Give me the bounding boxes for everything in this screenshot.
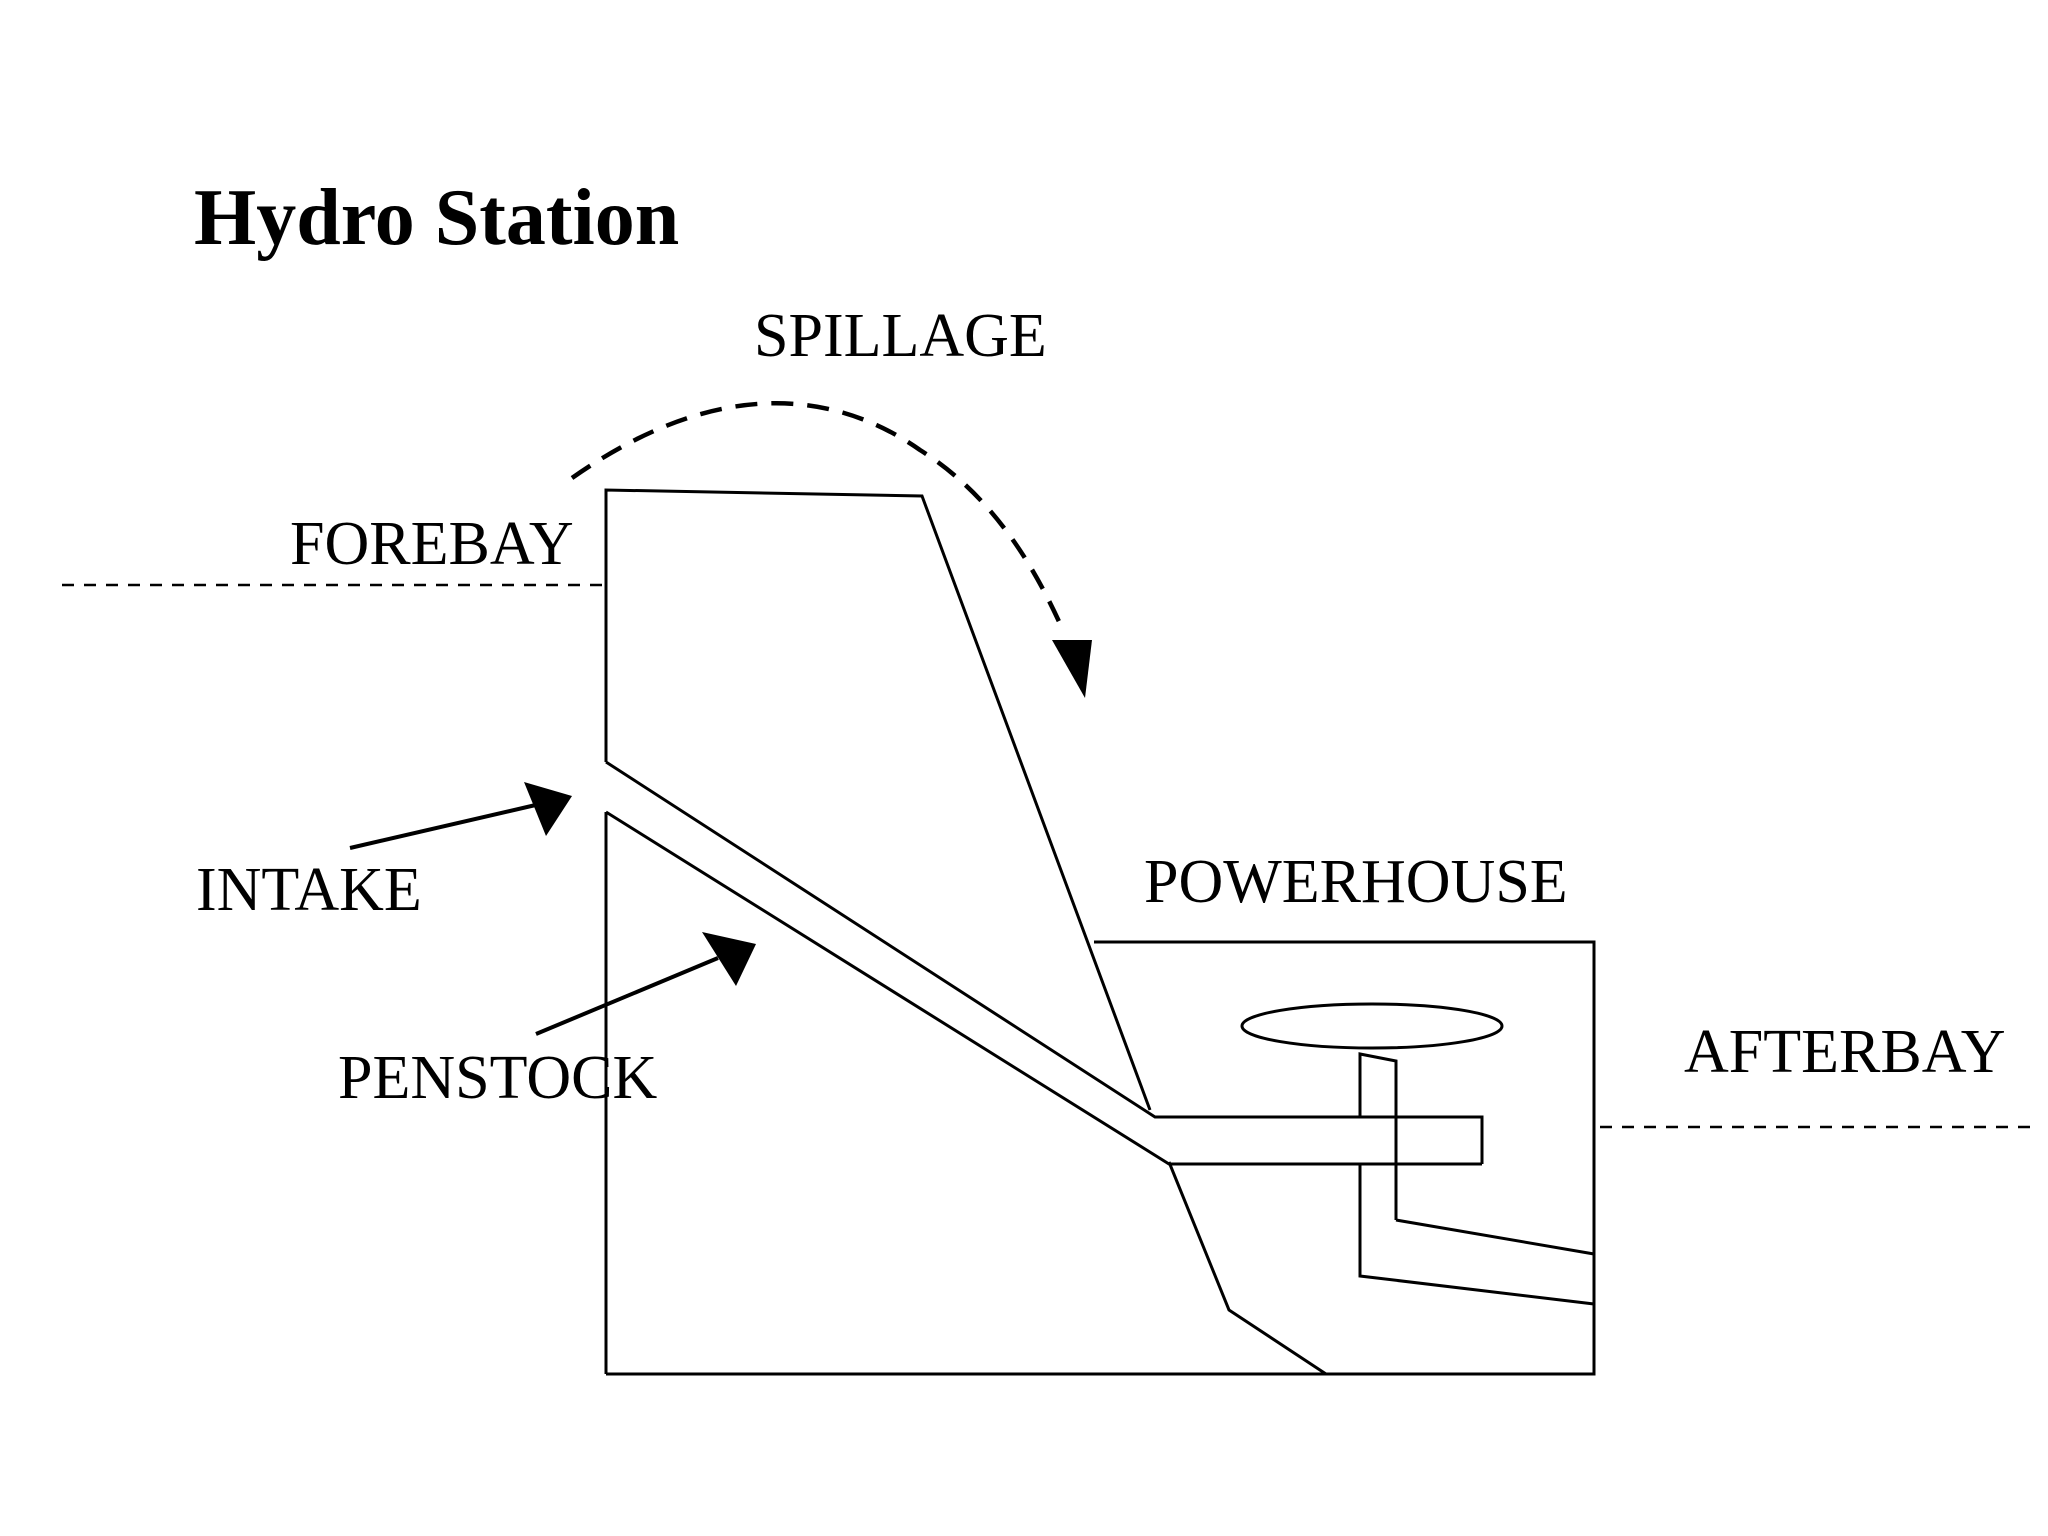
generator-disc	[1240, 1002, 1504, 1050]
intake-arrowhead	[524, 782, 572, 836]
dam-lower-face	[1167, 1161, 1327, 1376]
powerhouse-building	[606, 940, 1596, 1376]
spillage-label: SPILLAGE	[754, 302, 1047, 370]
draft-tube-inner	[1395, 1218, 1595, 1256]
afterbay-label: AFTERBAY	[1684, 1018, 2006, 1086]
powerhouse-label: POWERHOUSE	[1144, 848, 1568, 916]
turbine-shaft	[1358, 1052, 1398, 1220]
penstock-label: PENSTOCK	[338, 1044, 657, 1112]
penstock-arrowhead	[702, 932, 756, 986]
intake-pointer-line	[349, 802, 541, 850]
intake-label: INTAKE	[196, 856, 422, 924]
dam-outline	[604, 488, 1152, 1111]
forebay-label: FOREBAY	[290, 510, 574, 578]
spillage-flow-arrow	[570, 401, 1065, 629]
diagram-title: Hydro Station	[194, 174, 679, 262]
penstock-upper-wall	[605, 760, 1484, 1164]
spillage-arrowhead	[1052, 640, 1092, 698]
penstock-pointer-line	[535, 956, 719, 1036]
draft-tube-outer	[1358, 1164, 1595, 1306]
penstock-lower-wall	[605, 810, 1482, 1166]
